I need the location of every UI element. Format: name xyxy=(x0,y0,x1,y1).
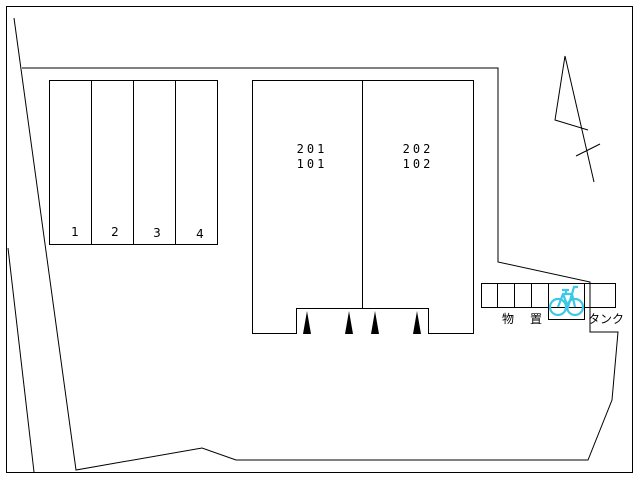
unit-label: 202 xyxy=(403,142,434,156)
north-arrow xyxy=(554,55,601,183)
building-outline xyxy=(252,80,474,334)
storage-label-char: 置 xyxy=(530,312,542,326)
bike-parking-box xyxy=(548,283,585,320)
entrance-arrow-icon xyxy=(371,311,379,334)
site-boundary xyxy=(13,17,619,471)
bicycle-icon xyxy=(548,285,585,317)
entrance-arrow-icon xyxy=(345,311,353,334)
parking-space-label: 2 xyxy=(111,225,119,239)
building: 201 101 202 102 xyxy=(252,80,474,334)
frame xyxy=(6,6,633,473)
parking-space-label: 3 xyxy=(153,226,161,240)
facilities-row: 物 置 タンク xyxy=(481,283,624,326)
storage-label-char: 物 xyxy=(502,312,514,326)
entrance-arrow-icon xyxy=(413,311,421,334)
unit-label: 201 xyxy=(297,142,328,156)
unit-label: 101 xyxy=(297,157,328,171)
parking-space-label: 4 xyxy=(196,227,204,241)
unit-label: 102 xyxy=(403,157,434,171)
site-boundary-left xyxy=(7,247,35,473)
parking-area: 1 2 3 4 xyxy=(49,80,218,245)
entrance-arrow-icon xyxy=(303,311,311,334)
parking-space-label: 1 xyxy=(71,225,79,239)
tank-label: タンク xyxy=(588,312,624,326)
